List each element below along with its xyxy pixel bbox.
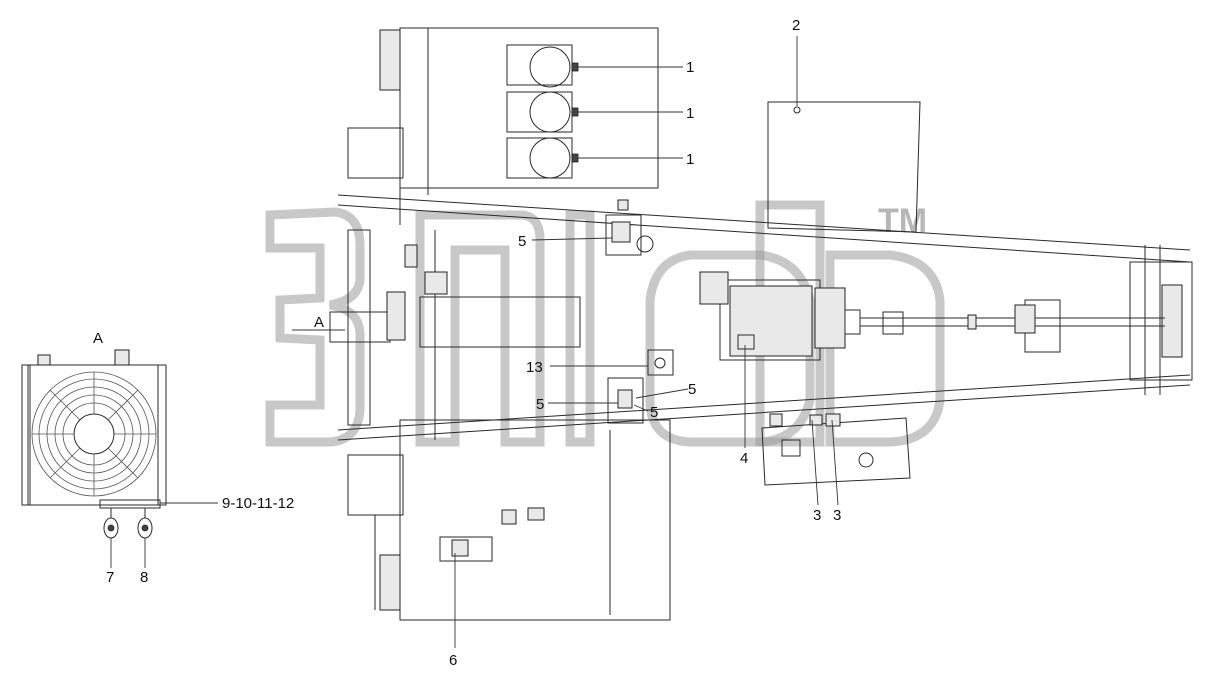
- transmission-unit: [699, 271, 861, 361]
- callout-4: 4: [740, 450, 748, 467]
- callout-1a: 1: [686, 59, 694, 76]
- callout-labels: 1 1 1 2 5 13 5 5 5 4 3 3 6 7 8 9-10-11-1…: [93, 17, 841, 669]
- callout-3b: 3: [833, 507, 841, 524]
- view-a-label: A: [93, 330, 103, 347]
- callout-3a: 3: [813, 507, 821, 524]
- callout-5b: 5: [536, 396, 544, 413]
- lower-components: [439, 507, 545, 562]
- callout-5c: 5: [688, 381, 696, 398]
- callout-1c: 1: [686, 151, 694, 168]
- battery-group: [506, 44, 579, 179]
- callout-7: 7: [106, 569, 114, 586]
- engine-components: [386, 199, 674, 424]
- callout-5d: 5: [650, 404, 658, 421]
- callout-1b: 1: [686, 105, 694, 122]
- callout-2: 2: [792, 17, 800, 34]
- callout-5a: 5: [518, 233, 526, 250]
- leader-lines: [110, 36, 839, 648]
- section-a-label: A: [314, 314, 324, 331]
- callout-8: 8: [140, 569, 148, 586]
- view-a-radiator: [21, 349, 167, 539]
- callout-6: 6: [449, 652, 457, 669]
- callout-9-10-11-12: 9-10-11-12: [222, 495, 294, 512]
- rear-platform: [761, 101, 921, 486]
- watermark-logo: TM: [265, 200, 945, 447]
- chassis-frame: [337, 194, 1193, 441]
- callout-13: 13: [526, 359, 543, 376]
- watermark-trademark: TM: [878, 202, 927, 240]
- cab-outline: [329, 27, 671, 621]
